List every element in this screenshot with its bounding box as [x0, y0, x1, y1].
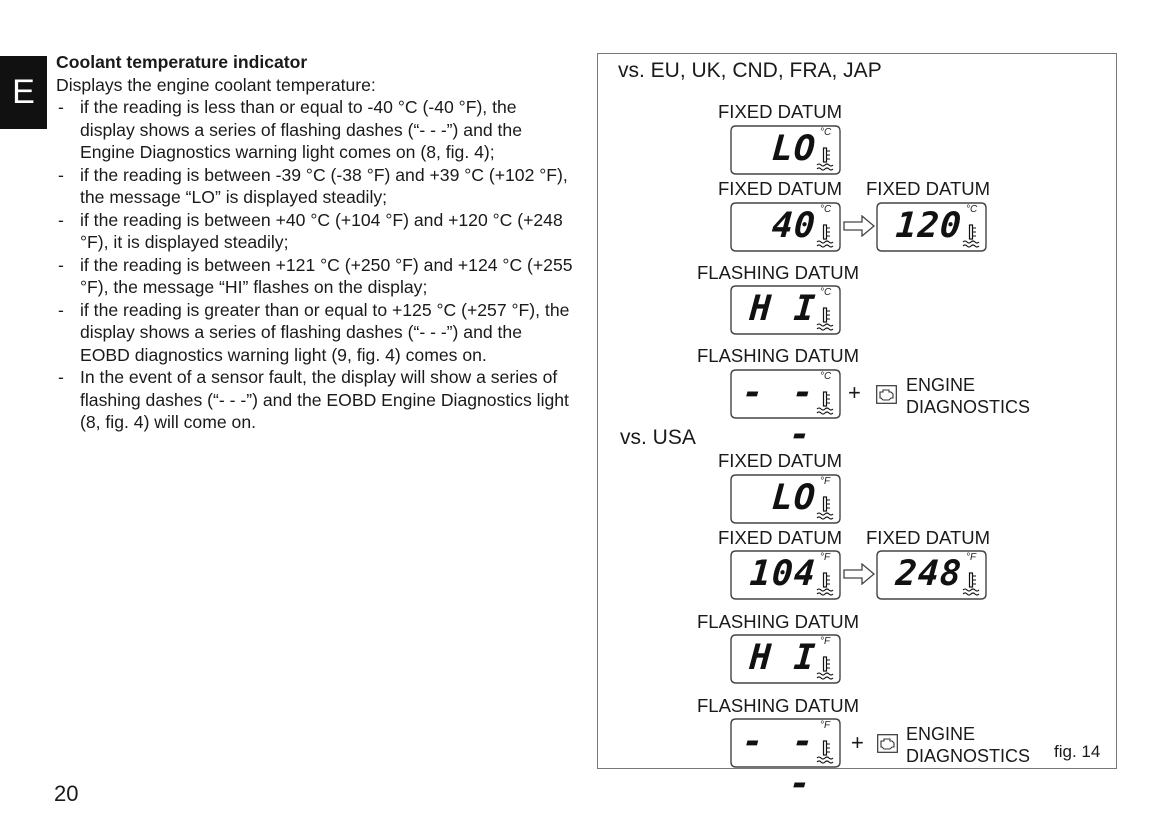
thermometer-icon	[816, 391, 834, 415]
lcd-digits: H I	[748, 289, 818, 329]
thermometer-icon	[962, 224, 980, 248]
thermometer-icon	[816, 224, 834, 248]
list-item: if the reading is greater than or equal …	[56, 299, 576, 367]
thermometer-icon	[816, 572, 834, 596]
lcd-digits: LO	[770, 478, 818, 518]
language-tab-letter: E	[12, 73, 35, 111]
thermometer-icon	[816, 740, 834, 764]
lcd-digits: LO	[770, 129, 818, 169]
lcd-frame	[730, 285, 841, 335]
lcd-frame	[730, 125, 841, 175]
region-label-eu: vs. EU, UK, CND, FRA, JAP	[618, 59, 882, 82]
thermometer-icon	[816, 496, 834, 520]
condition-list: if the reading is less than or equal to …	[56, 96, 576, 434]
lcd-display-usa-high: 248 °F	[876, 550, 987, 600]
thermometer-icon	[962, 572, 980, 596]
lcd-display-usa-dash: - - - °F	[730, 718, 841, 804]
lcd-digits: H I	[748, 638, 818, 678]
lcd-frame	[876, 202, 987, 252]
unit-label: °F	[820, 552, 831, 563]
lcd-display-eu-hi: H I °C	[730, 285, 841, 335]
lcd-frame	[730, 474, 841, 524]
list-item: In the event of a sensor fault, the disp…	[56, 366, 576, 434]
figure-caption: fig. 14	[1054, 742, 1101, 761]
lcd-display-eu-dash: - - - °C	[730, 369, 841, 455]
region-label-usa: vs. USA	[620, 426, 696, 449]
datum-label: FIXED DATUM	[718, 450, 843, 471]
unit-label: °C	[820, 287, 832, 298]
engine-diagnostics-icon	[877, 734, 898, 753]
lcd-frame	[730, 550, 841, 600]
arrow-right-icon	[843, 215, 875, 237]
unit-label: °F	[820, 720, 831, 731]
lcd-display-eu-lo: LO °C	[730, 125, 841, 175]
arrow-right-icon	[843, 563, 875, 585]
lcd-digits: 40	[770, 206, 818, 246]
unit-label: °C	[966, 204, 978, 215]
list-item: if the reading is between -39 °C (-38 °F…	[56, 164, 576, 209]
unit-label: °F	[966, 552, 977, 563]
plus-sign: +	[848, 380, 861, 405]
lcd-digits: - - -	[740, 722, 819, 804]
unit-label: °F	[820, 476, 831, 487]
engine-label-line: DIAGNOSTICS	[906, 746, 1031, 766]
datum-label: FLASHING DATUM	[697, 262, 860, 283]
lcd-display-eu-high: 120 °C	[876, 202, 987, 252]
engine-label-line: ENGINE	[906, 375, 976, 395]
page-number: 20	[54, 781, 79, 806]
thermometer-icon	[816, 307, 834, 331]
engine-label-line: ENGINE	[906, 724, 976, 744]
datum-label: FLASHING DATUM	[697, 345, 860, 366]
lcd-frame	[730, 369, 841, 419]
datum-label: FIXED DATUM	[866, 178, 991, 199]
language-tab: E	[0, 56, 47, 129]
lcd-frame	[876, 550, 987, 600]
unit-label: °C	[820, 204, 832, 215]
plus-sign: +	[851, 730, 864, 755]
lcd-digits: 120	[894, 206, 964, 246]
lcd-frame	[730, 634, 841, 684]
lcd-display-usa-hi: H I °F	[730, 634, 841, 684]
lcd-frame	[730, 718, 841, 768]
datum-label: FLASHING DATUM	[697, 611, 860, 632]
unit-label: °F	[820, 636, 831, 647]
intro-text: Displays the engine coolant temperature:	[56, 74, 376, 95]
section-heading: Coolant temperature indicator	[56, 52, 308, 72]
lcd-display-eu-low: 40 °C	[730, 202, 841, 252]
list-item: if the reading is less than or equal to …	[56, 96, 576, 164]
text-column: Coolant temperature indicator Displays t…	[56, 51, 576, 434]
datum-label: FIXED DATUM	[718, 101, 843, 122]
engine-diagnostics-icon	[876, 385, 897, 404]
datum-label: FIXED DATUM	[718, 178, 843, 199]
datum-label: FIXED DATUM	[718, 527, 843, 548]
unit-label: °C	[820, 127, 832, 138]
engine-label-line: DIAGNOSTICS	[906, 397, 1031, 417]
lcd-frame	[730, 202, 841, 252]
figure-14: vs. EU, UK, CND, FRA, JAP FIXED DATUM LO…	[597, 53, 1117, 804]
list-item: if the reading is between +40 °C (+104 °…	[56, 209, 576, 254]
thermometer-icon	[816, 147, 834, 171]
lcd-digits: 248	[894, 554, 964, 594]
lcd-display-usa-lo: LO °F	[730, 474, 841, 524]
thermometer-icon	[816, 656, 834, 680]
list-item: if the reading is between +121 °C (+250 …	[56, 254, 576, 299]
unit-label: °C	[820, 371, 832, 382]
lcd-digits: 104	[748, 554, 818, 594]
datum-label: FIXED DATUM	[866, 527, 991, 548]
lcd-display-usa-low: 104 °F	[730, 550, 841, 600]
datum-label: FLASHING DATUM	[697, 695, 860, 716]
lcd-digits: - - -	[740, 373, 819, 455]
